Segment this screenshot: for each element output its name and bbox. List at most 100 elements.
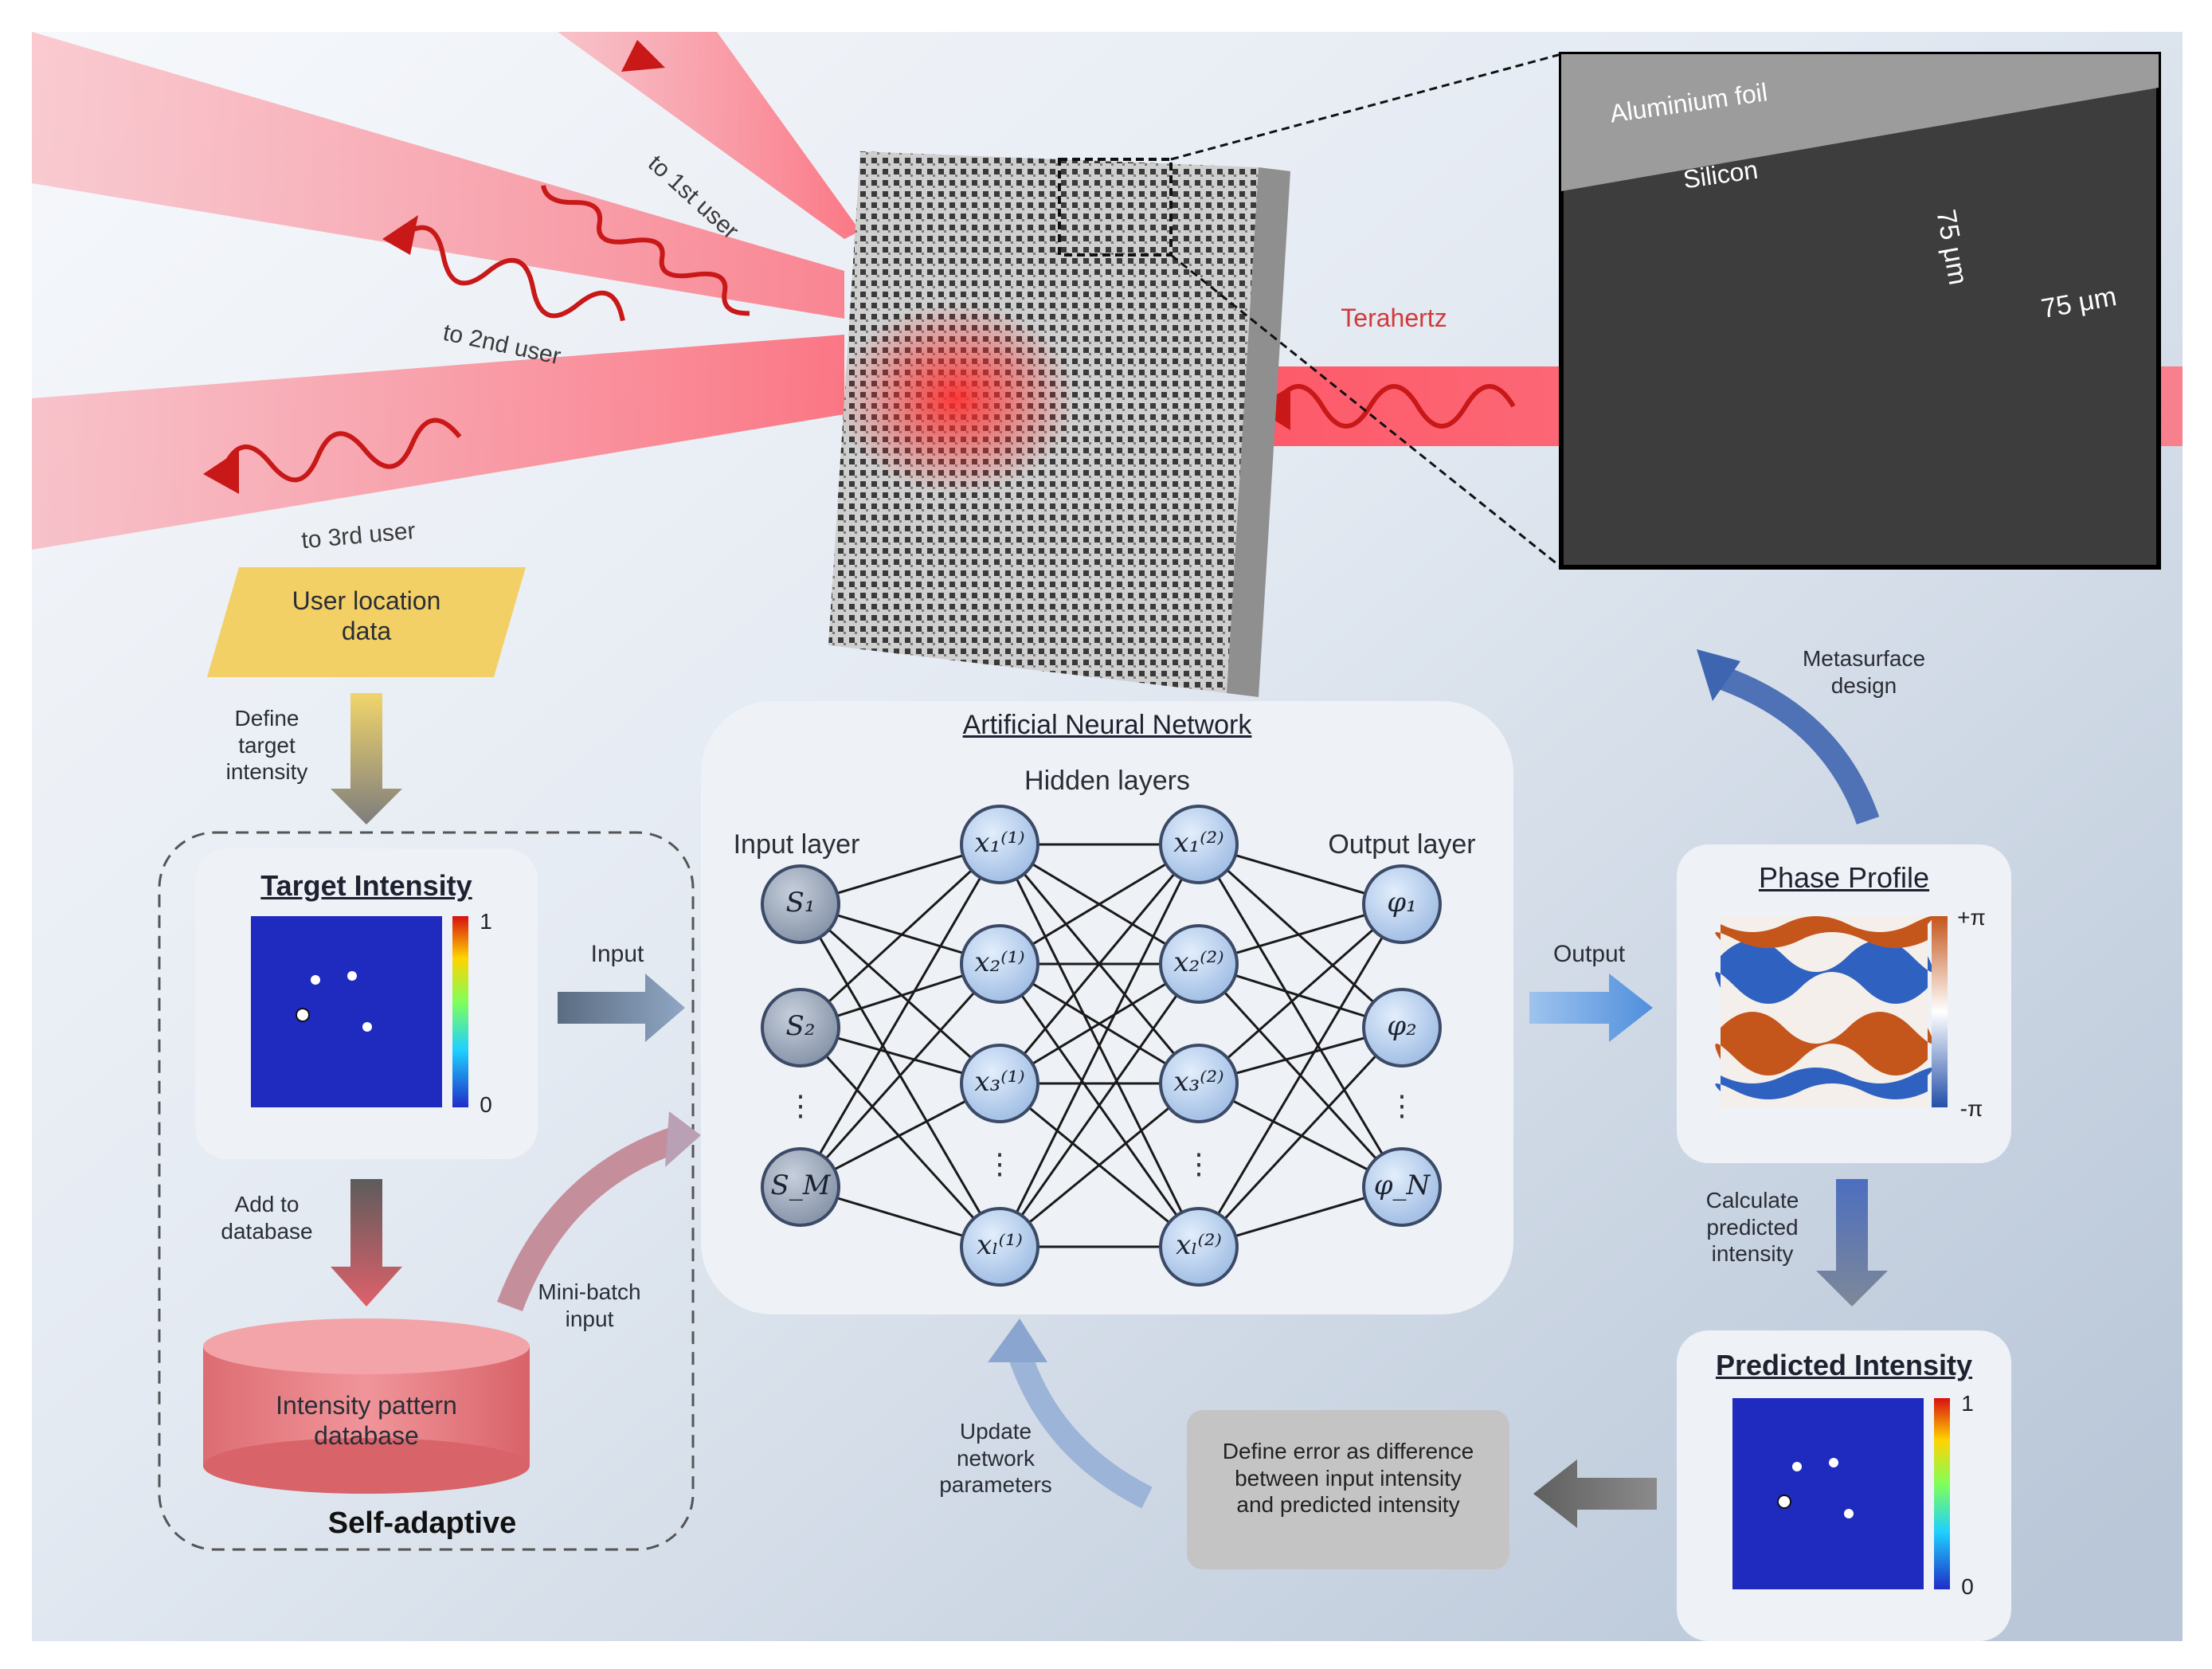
sem-inset xyxy=(1559,52,2161,570)
hidden1-node-label: x₁⁽¹⁾ xyxy=(974,827,1025,859)
mini-batch-label: Mini-batch input xyxy=(538,1279,641,1331)
user-location-label: User location data xyxy=(292,586,441,646)
target-colorbar xyxy=(452,916,468,1107)
target-intensity-title: Target Intensity xyxy=(260,869,472,902)
ann-edge xyxy=(799,903,1001,1085)
ann-edge xyxy=(1197,903,1404,1248)
hidden2-node xyxy=(1159,924,1239,1004)
target-dot-1 xyxy=(311,975,320,985)
metasurface-edge xyxy=(1227,167,1290,697)
ann-edge xyxy=(799,963,1001,1188)
target-intensity-map xyxy=(251,916,442,1107)
define-target-label: Define target intensity xyxy=(225,706,308,785)
beam-user1 xyxy=(558,32,860,239)
phase-scale-min: -π xyxy=(1959,1096,1983,1121)
self-adaptive-frame xyxy=(158,831,695,1551)
input-node-label: S₂ xyxy=(785,1010,816,1042)
update-params-label: Update network parameters xyxy=(939,1419,1052,1498)
ann-edge xyxy=(1197,844,1404,1188)
database-cylinder xyxy=(203,1318,530,1494)
target-scale-max: 1 xyxy=(480,909,492,934)
input-node xyxy=(761,1147,840,1227)
ann-panel xyxy=(701,701,1513,1314)
ann-input-label: Input layer xyxy=(733,829,860,860)
ann-ellipsis: ⋮ xyxy=(1388,1089,1416,1122)
hidden1-node-label: x₃⁽¹⁾ xyxy=(974,1066,1025,1098)
hidden2-node xyxy=(1159,1044,1239,1123)
self-adaptive-label: Self-adaptive xyxy=(327,1506,517,1540)
ann-edge xyxy=(799,843,1001,1029)
predicted-scale-min: 0 xyxy=(1961,1574,1974,1599)
zoom-box xyxy=(1058,158,1173,257)
hidden2-node-label: x₂⁽²⁾ xyxy=(1173,946,1224,978)
hidden2-node-label: xₗ⁽²⁾ xyxy=(1176,1229,1222,1261)
calculate-predicted-arrow xyxy=(1816,1179,1888,1307)
ann-title: Artificial Neural Network xyxy=(962,710,1252,740)
calculate-predicted-label: Calculate predicted intensity xyxy=(1705,1188,1799,1267)
ann-ellipsis: ⋮ xyxy=(1184,1146,1213,1180)
target-dot-4 xyxy=(362,1022,372,1032)
hidden2-node xyxy=(1159,1207,1239,1287)
ann-hidden-label: Hidden layers xyxy=(1024,766,1190,796)
input-arrow-label: Input xyxy=(590,941,644,967)
ann-ellipsis: ⋮ xyxy=(786,1089,815,1122)
ann-edge xyxy=(799,1026,1001,1248)
metasurface-design-arrow xyxy=(1716,665,1880,825)
hidden1-node-label: xₗ⁽¹⁾ xyxy=(977,1229,1023,1261)
input-node-label: S_M xyxy=(770,1169,831,1201)
ann-edge xyxy=(1198,903,1403,1085)
predicted-dot-3 xyxy=(1777,1495,1791,1509)
ann-edge xyxy=(1197,1026,1404,1248)
predicted-colorbar xyxy=(1934,1398,1950,1589)
metasurface-design-arrowhead xyxy=(1697,649,1740,701)
wave-head-1 xyxy=(621,40,665,72)
target-dot-2 xyxy=(347,971,357,981)
wave-incident xyxy=(1272,384,1516,429)
database-label: Intensity pattern database xyxy=(276,1391,457,1451)
wave-user2 xyxy=(397,225,625,322)
ann-edge xyxy=(1197,843,1404,1029)
label-incident: Terahertz xyxy=(1341,304,1447,332)
phase-colorbar xyxy=(1932,916,1948,1107)
phase-scale-max: +π xyxy=(1957,905,1986,930)
output-node-label: φ₂ xyxy=(1387,1010,1417,1042)
output-node xyxy=(1362,864,1442,944)
beam-user2 xyxy=(32,32,844,319)
error-arrow xyxy=(1533,1459,1657,1528)
zoom-line-bottom xyxy=(1170,253,1562,569)
update-params-arrowhead xyxy=(988,1318,1047,1362)
wave-user3 xyxy=(221,417,462,483)
mini-batch-arrow xyxy=(497,1126,682,1311)
hidden1-node xyxy=(960,1207,1039,1287)
input-node xyxy=(761,864,840,944)
input-arrow xyxy=(558,974,685,1042)
ann-edge xyxy=(999,1082,1200,1248)
output-node-label: φ_N xyxy=(1373,1169,1431,1201)
predicted-intensity-title: Predicted Intensity xyxy=(1715,1349,1973,1381)
define-target-arrow xyxy=(331,693,402,825)
ann-edge xyxy=(998,844,1200,1248)
output-node xyxy=(1362,988,1442,1068)
input-node xyxy=(761,988,840,1068)
mini-batch-arrowhead xyxy=(665,1111,701,1167)
predicted-dot-4 xyxy=(1844,1509,1854,1518)
metasurface-hotspot xyxy=(836,303,1075,494)
wave-user1 xyxy=(541,185,750,316)
target-scale-min: 0 xyxy=(480,1092,492,1117)
add-to-database-arrow xyxy=(331,1179,402,1307)
user-location-box xyxy=(207,567,526,677)
predicted-intensity-map xyxy=(1732,1398,1924,1589)
ann-edge xyxy=(998,844,1200,1084)
beam-user3 xyxy=(32,335,844,550)
wave-head-3 xyxy=(203,450,239,494)
wave-head-2 xyxy=(382,215,418,255)
output-arrow xyxy=(1529,974,1653,1042)
hidden2-node-label: x₃⁽²⁾ xyxy=(1173,1066,1224,1098)
add-to-database-label: Add to database xyxy=(221,1192,313,1244)
hidden1-node xyxy=(960,924,1039,1004)
output-node-label: φ₁ xyxy=(1387,887,1417,919)
ann-edge xyxy=(799,844,1001,1188)
phase-profile-map xyxy=(1715,916,1933,1107)
